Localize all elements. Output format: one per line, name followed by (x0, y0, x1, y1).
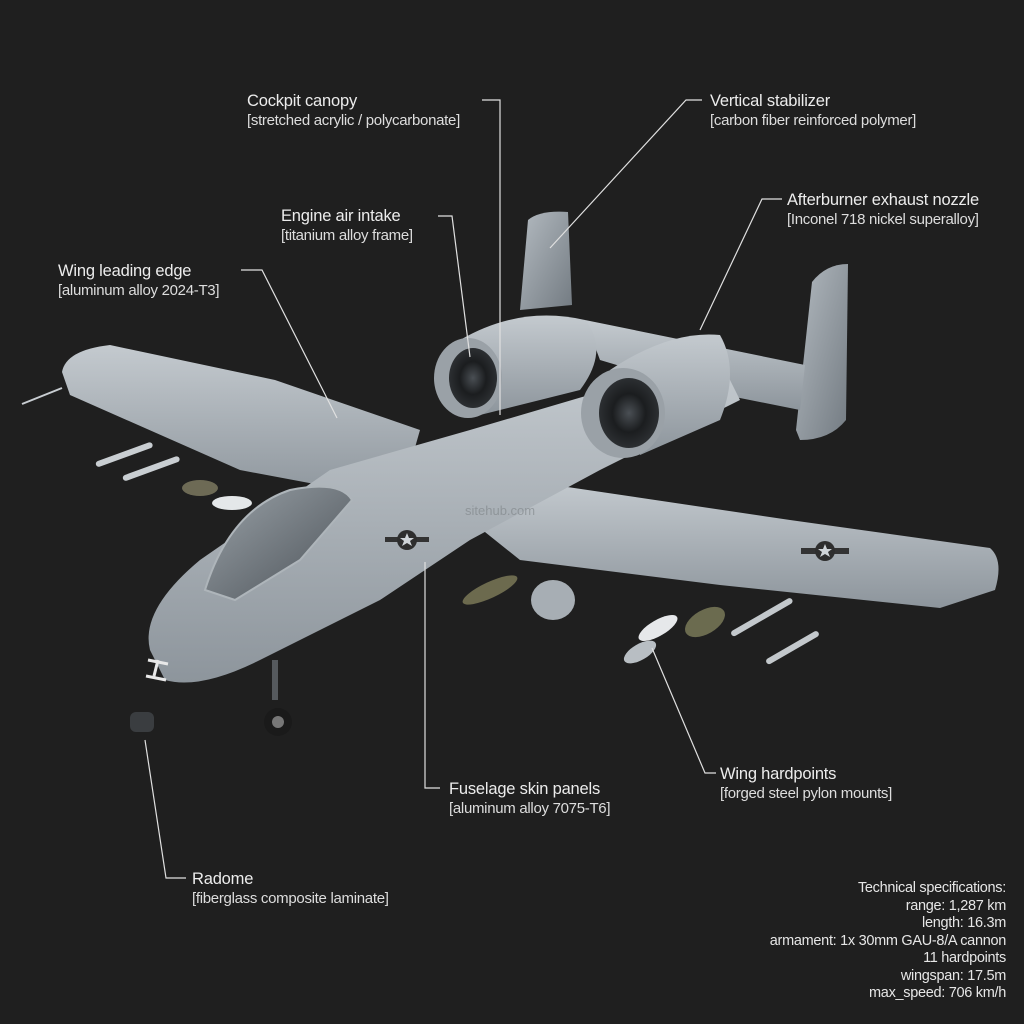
callout-cockpit-canopy: Cockpit canopy [stretched acrylic / poly… (247, 91, 460, 131)
right-vertical-stabilizer (796, 264, 848, 440)
callout-engine-air-intake: Engine air intake [titanium alloy frame] (281, 206, 413, 246)
right-engine (581, 334, 730, 458)
leader-line-wing-hardpoints (651, 647, 716, 774)
nose-landing-gear (264, 660, 292, 736)
callout-afterburner-exhaust-nozzle: Afterburner exhaust nozzle [Inconel 718 … (787, 190, 979, 230)
leader-line-cockpit-canopy (482, 99, 501, 415)
callout-material: [Inconel 718 nickel superalloy] (787, 211, 979, 228)
specs-heading: Technical specifications: (857, 880, 1006, 896)
leader-line-fuselage-skin (424, 562, 440, 789)
callout-title: Cockpit canopy (247, 92, 358, 110)
technical-specifications: Technical specifications: range: 1,287 k… (769, 880, 1007, 1003)
spec-wingspan: wingspan: 17.5m (900, 967, 1006, 984)
callout-material: [carbon fiber reinforced polymer] (710, 112, 917, 129)
callout-title: Wing hardpoints (720, 765, 837, 783)
spec-range: range: 1,287 km (905, 897, 1007, 914)
callout-vertical-stabilizer: Vertical stabilizer [carbon fiber reinfo… (710, 91, 916, 131)
callout-title: Wing leading edge (58, 262, 192, 280)
left-wing (21, 345, 420, 500)
callout-material: [aluminum alloy 2024-T3] (58, 282, 220, 299)
callout-radome: Radome [fiberglass composite laminate] (192, 869, 389, 909)
callout-material: [aluminum alloy 7075-T6] (449, 800, 611, 817)
left-vertical-stabilizer (520, 211, 572, 310)
callout-title: Afterburner exhaust nozzle (787, 191, 979, 209)
callout-material: [titanium alloy frame] (281, 227, 413, 244)
spec-armament: armament: 1x 30mm GAU-8/A cannon (769, 932, 1007, 949)
leader-line-radome (144, 739, 186, 879)
right-wing (470, 480, 999, 608)
cannon-muzzle (130, 712, 154, 732)
right-wing-ordnance (462, 575, 819, 665)
leader-line-vertical-stabilizer (549, 99, 702, 249)
callout-title: Vertical stabilizer (710, 92, 830, 110)
left-engine (434, 315, 597, 418)
leader-lines (144, 99, 782, 879)
callout-title: Radome (192, 870, 254, 888)
roundel-icon (801, 541, 849, 561)
leader-line-engine-intake (438, 215, 471, 358)
callout-wing-leading-edge: Wing leading edge [aluminum alloy 2024-T… (58, 261, 220, 301)
callout-wing-hardpoints: Wing hardpoints [forged steel pylon moun… (720, 764, 892, 804)
spec-length: length: 16.3m (922, 915, 1006, 931)
callout-title: Fuselage skin panels (449, 780, 601, 798)
watermark: sitehub.com (465, 503, 536, 518)
callout-material: [fiberglass composite laminate] (192, 890, 389, 907)
roundel-icon (385, 530, 429, 550)
spec-hardpoints: 11 hardpoints (923, 950, 1006, 966)
leader-line-wing-leading-edge (241, 269, 338, 419)
cockpit-canopy (203, 485, 354, 602)
callout-fuselage-skin-panels: Fuselage skin panels [aluminum alloy 707… (449, 779, 611, 819)
leader-line-afterburner (699, 198, 782, 331)
left-wing-ordnance (95, 442, 252, 510)
callout-title: Engine air intake (281, 207, 401, 225)
callout-material: [stretched acrylic / polycarbonate] (247, 112, 460, 129)
spec-max-speed: max_speed: 706 km/h (869, 985, 1006, 1001)
callout-material: [forged steel pylon mounts] (720, 785, 893, 802)
